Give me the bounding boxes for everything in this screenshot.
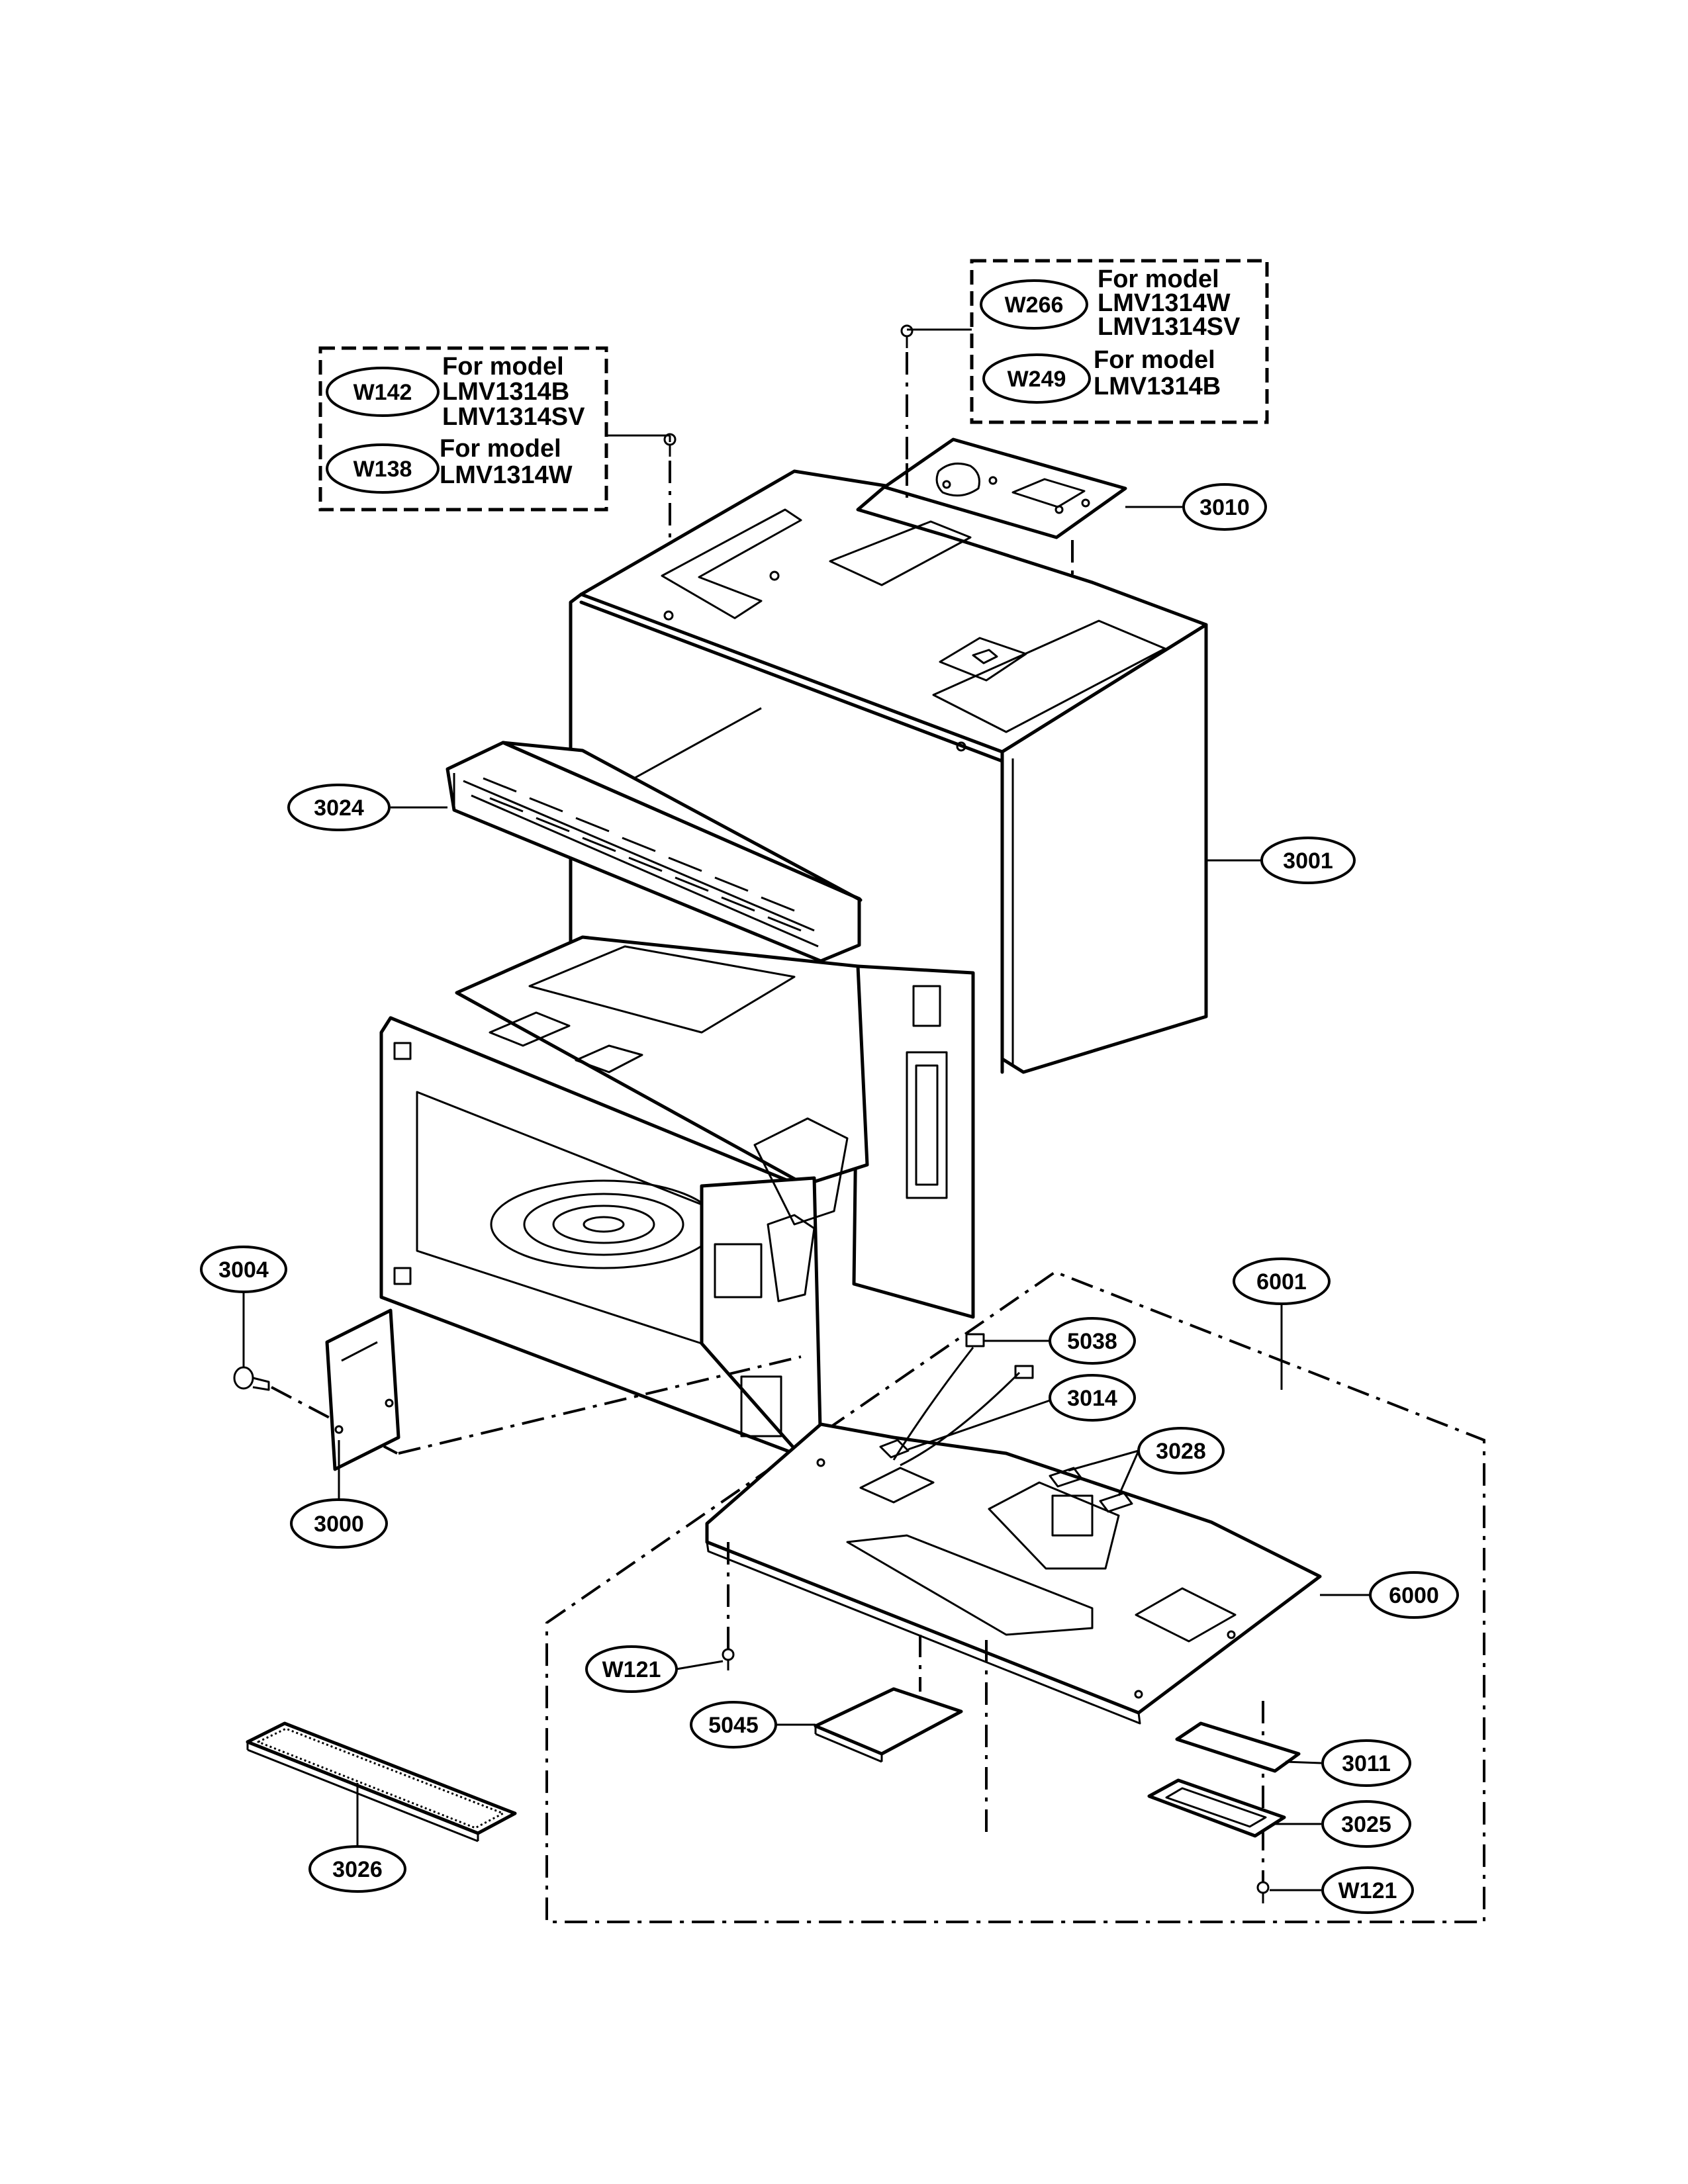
part-6000-base-plate: [705, 1422, 1370, 1725]
callout-3028-label: 3028: [1156, 1439, 1206, 1464]
callout-w138: W138: [353, 457, 412, 482]
callout-3024: 3024: [287, 784, 391, 831]
callout-w266: W266: [1005, 293, 1064, 318]
callout-w121-left: W121: [585, 1645, 678, 1693]
screw-w121-left: [676, 1542, 735, 1670]
note-w266-line3: LMV1314SV: [1098, 313, 1241, 341]
part-3028-fuses: [1049, 1449, 1140, 1513]
part-3014-connector: [879, 1399, 1051, 1459]
callout-5038: 5038: [1049, 1317, 1136, 1365]
part-5045-cover: [776, 1635, 963, 1763]
callout-6000: 6000: [1369, 1571, 1459, 1619]
part-3024-vent-grille: [391, 741, 863, 963]
callout-3014-label: 3014: [1067, 1386, 1117, 1411]
callout-5045-label: 5045: [708, 1713, 759, 1738]
callout-w121-right: W121: [1321, 1866, 1414, 1914]
callout-3011-label: 3011: [1342, 1751, 1391, 1776]
callout-3004-label: 3004: [218, 1257, 269, 1283]
callout-3001: 3001: [1260, 837, 1356, 884]
callout-3014: 3014: [1049, 1374, 1136, 1422]
callout-3010-label: 3010: [1199, 495, 1250, 520]
screw-w121-right: [1256, 1701, 1321, 1903]
part-3011-window: [1175, 1721, 1322, 1773]
callout-5038-label: 5038: [1067, 1329, 1117, 1354]
callout-5045: 5045: [690, 1701, 777, 1749]
callout-3001-label: 3001: [1283, 848, 1333, 874]
part-3025-frame: [985, 1640, 1321, 1840]
note-w249-line2: LMV1314B: [1094, 373, 1221, 400]
callout-3025: 3025: [1321, 1800, 1411, 1848]
note-w142-line3: LMV1314SV: [442, 403, 585, 431]
part-3000-plate: [325, 1308, 802, 1498]
callout-3010: 3010: [1182, 483, 1267, 531]
note-w138-line2: LMV1314W: [440, 461, 573, 489]
callout-6000-label: 6000: [1389, 1583, 1439, 1608]
model-note-box-right: W266 For model LMV1314W LMV1314SV W249 F…: [970, 259, 1269, 424]
note-w249-line1: For model: [1094, 346, 1215, 374]
callout-3000: 3000: [290, 1498, 388, 1549]
base-assembly-6001-boundary: [545, 1270, 1485, 1923]
callout-3011: 3011: [1321, 1739, 1411, 1787]
callout-w142: W142: [353, 380, 412, 405]
callout-3025-label: 3025: [1341, 1812, 1391, 1837]
callout-3000-label: 3000: [314, 1512, 364, 1537]
callout-w121-right-label: W121: [1338, 1878, 1397, 1903]
part-3026-grease-filter: [246, 1721, 517, 1846]
callout-6001-label: 6001: [1256, 1269, 1307, 1295]
callout-6001: 6001: [1233, 1257, 1331, 1305]
callout-3004: 3004: [200, 1246, 287, 1293]
callout-3026-label: 3026: [332, 1857, 383, 1882]
callout-3028: 3028: [1137, 1427, 1225, 1475]
microwave-cavity-assembly: [379, 935, 975, 1458]
callout-3026: 3026: [308, 1845, 406, 1893]
note-w142-line1: For model: [442, 353, 564, 381]
callout-w249: W249: [1008, 367, 1066, 392]
note-w266-line1: For model: [1098, 265, 1219, 293]
model-note-box-left: W142 For model LMV1314B LMV1314SV W138 F…: [318, 346, 608, 512]
part-3001-outer-case: [569, 469, 1262, 1074]
note-w138-line1: For model: [440, 435, 561, 463]
screw-w266-w249: [900, 324, 972, 463]
note-w266-line2: LMV1314W: [1098, 289, 1231, 317]
note-w142-line2: LMV1314B: [442, 378, 569, 406]
callout-3024-label: 3024: [314, 796, 364, 821]
callout-w121-left-label: W121: [602, 1657, 661, 1682]
part-5038-wire-harness: [892, 1333, 1050, 1467]
